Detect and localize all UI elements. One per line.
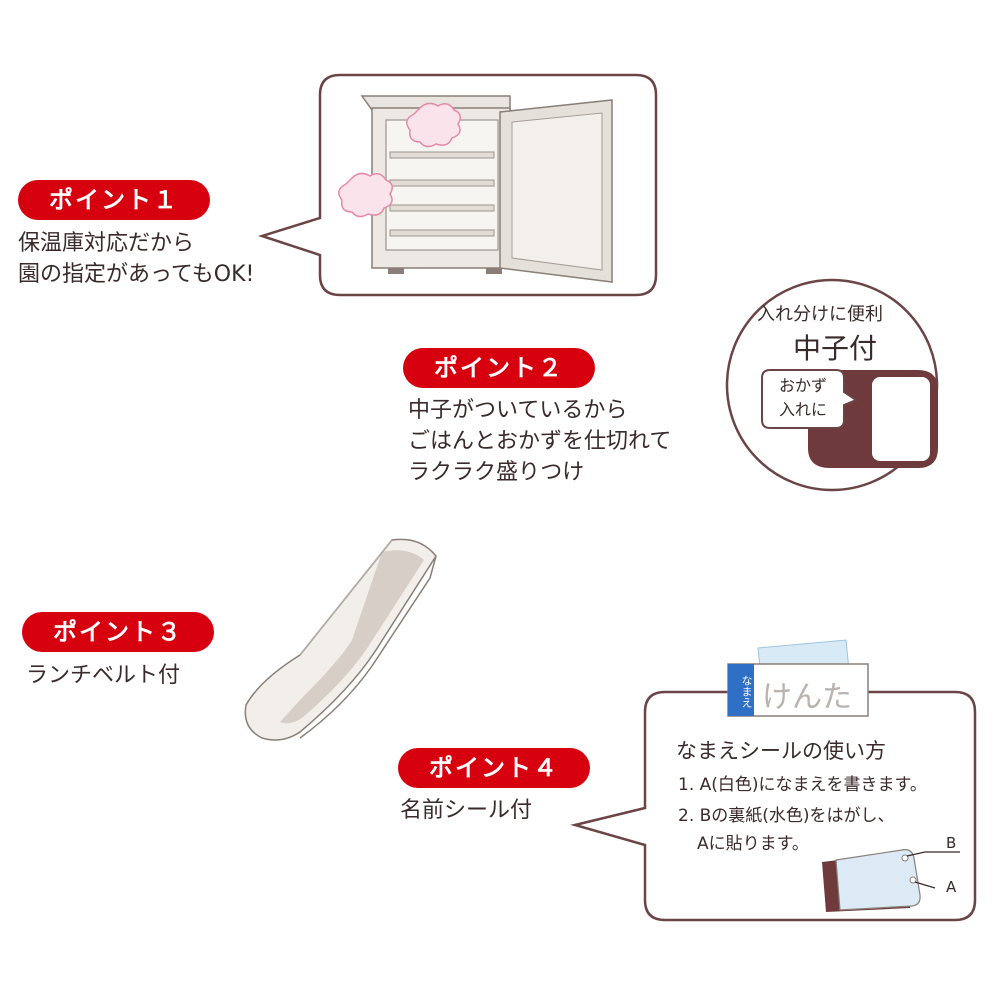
sticker-name: けんた xyxy=(762,680,852,715)
point2-badge: ポイント２ xyxy=(403,348,595,388)
point2-description: 中子がついているから ごはんとおかずを仕切れて ラクラク盛りつけ xyxy=(408,395,671,488)
name-sticker-illustration xyxy=(727,639,869,717)
point1-line-1: 保温庫対応だから xyxy=(18,231,195,256)
howto-step1: 1. A(白色)になまえを書きます。 xyxy=(678,775,927,795)
steam-cloud-icon xyxy=(338,102,461,218)
okazu-bubble xyxy=(761,369,859,429)
point3-description: ランチベルト付 xyxy=(26,660,180,691)
diagram-label-b: B xyxy=(946,834,957,852)
warming-cabinet-illustration xyxy=(338,95,613,283)
howto-title: なまえシールの使い方 xyxy=(676,739,886,763)
point1-line-2: 園の指定があってもOK! xyxy=(18,262,255,287)
howto-step2a: 2. Bの裏紙(水色)をはがし、 xyxy=(678,806,895,826)
howto-step2b: Aに貼ります。 xyxy=(697,834,809,854)
okazu-bubble-text: おかず 入れに xyxy=(770,374,836,422)
okazu-line-2: 入れに xyxy=(778,400,827,419)
callout-title-small: 入れ分けに便利 xyxy=(757,304,883,325)
point1-description: 保温庫対応だから 園の指定があってもOK! xyxy=(18,228,254,290)
point2-line-2: ごはんとおかずを仕切れて xyxy=(408,429,672,454)
okazu-line-1: おかず xyxy=(778,376,827,395)
sticker-diagram xyxy=(822,849,960,912)
point4-description: 名前シール付 xyxy=(400,795,532,826)
point3-badge: ポイント３ xyxy=(22,612,214,652)
point2-line-1: 中子がついているから xyxy=(408,398,628,423)
callout-title-large: 中子付 xyxy=(793,332,878,365)
point3-line-1: ランチベルト付 xyxy=(26,663,181,688)
point4-line-1: 名前シール付 xyxy=(400,798,533,823)
lunch-belt-illustration xyxy=(244,538,437,741)
point2-line-3: ラクラク盛りつけ xyxy=(408,460,585,485)
diagram-label-a: A xyxy=(946,878,957,896)
sticker-tag: なまえ xyxy=(740,674,753,708)
point4-badge: ポイント４ xyxy=(398,748,590,788)
point1-badge: ポイント１ xyxy=(18,180,210,220)
